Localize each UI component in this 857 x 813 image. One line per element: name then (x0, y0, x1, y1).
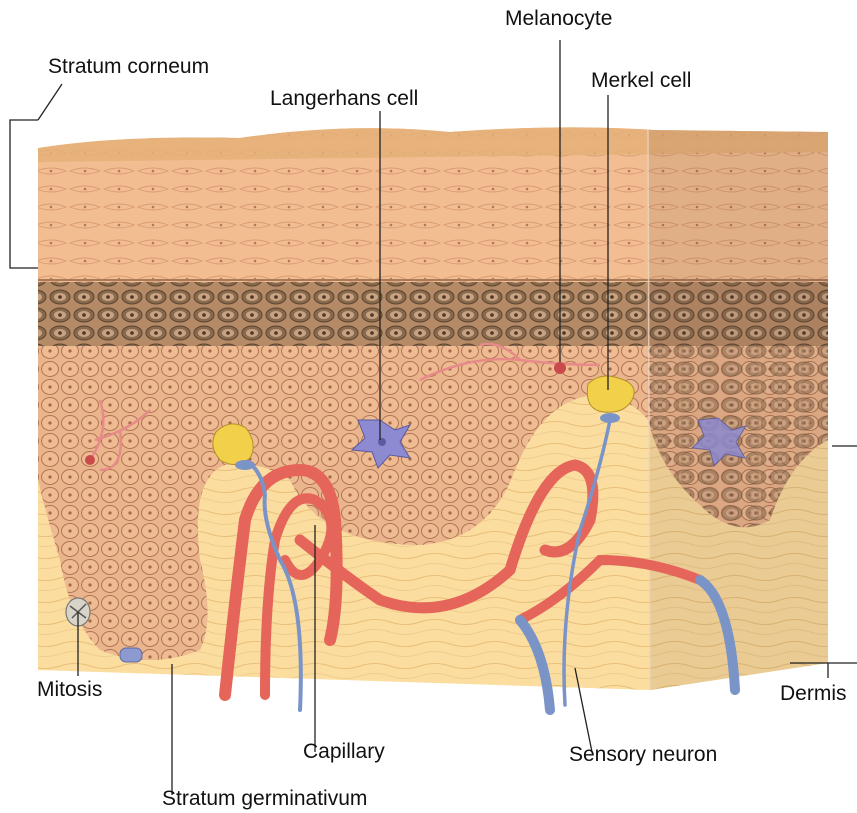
stratum-corneum-label: Stratum corneum (48, 56, 209, 77)
dermis-label: Dermis (780, 683, 847, 704)
langerhans-cell-label: Langerhans cell (270, 88, 418, 109)
stratum-corneum-bracket (10, 120, 38, 268)
merkel-cell-label: Merkel cell (591, 70, 691, 91)
block-side-face (648, 130, 828, 690)
stratum-germinativum-label: Stratum germinativum (162, 788, 367, 809)
capillary-label: Capillary (303, 741, 385, 762)
stratum-corneum-leader (38, 84, 62, 120)
sensory-neuron-label: Sensory neuron (569, 744, 717, 765)
melanocyte-label: Melanocyte (505, 8, 612, 29)
mitosis-label: Mitosis (37, 679, 102, 700)
